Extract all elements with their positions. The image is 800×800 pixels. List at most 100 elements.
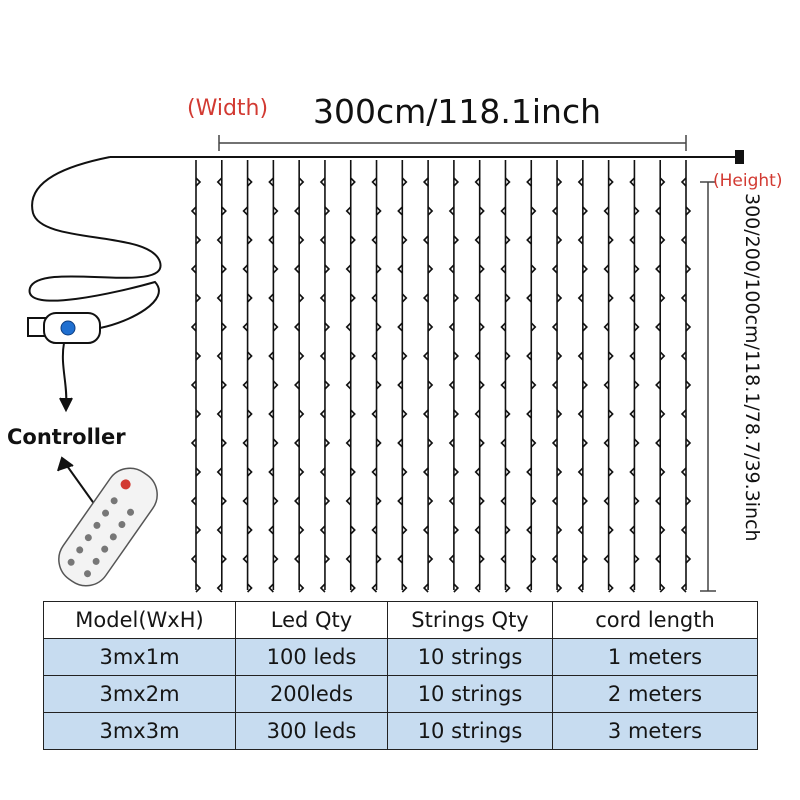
led-bulb xyxy=(526,583,532,593)
led-bulb xyxy=(659,525,666,535)
led-bulb xyxy=(350,177,356,187)
arrow-up-icon xyxy=(57,456,96,506)
led-bulb xyxy=(324,264,331,274)
led-bulb xyxy=(680,525,687,535)
led-bulb xyxy=(190,496,197,506)
led-bulb xyxy=(268,409,274,419)
led-bulb xyxy=(577,525,584,535)
led-bulb xyxy=(479,206,485,216)
table-cell: 3mx1m xyxy=(43,638,236,676)
led-bulb xyxy=(345,554,352,564)
table-header-cell: cord length xyxy=(552,601,758,639)
led-bulb xyxy=(350,467,356,477)
led-bulb xyxy=(242,438,249,448)
led-bulb xyxy=(608,525,614,535)
led-bulb xyxy=(324,206,331,216)
led-bulb xyxy=(504,351,511,361)
led-bulb xyxy=(556,409,563,419)
led-bulb xyxy=(526,235,532,245)
led-bulb xyxy=(268,177,274,187)
led-bulb xyxy=(298,351,305,361)
led-bulb xyxy=(453,467,460,477)
led-bulb xyxy=(530,322,537,332)
led-bulb xyxy=(422,293,429,303)
led-bulb xyxy=(633,554,640,564)
led-bulb xyxy=(526,409,532,419)
led-bulb xyxy=(504,467,511,477)
led-bulb xyxy=(453,525,460,535)
led-bulb xyxy=(242,264,249,274)
led-bulb xyxy=(680,583,687,593)
led-bulb xyxy=(195,351,202,361)
led-bulb xyxy=(397,380,403,390)
led-bulb xyxy=(350,525,356,535)
led-bulb xyxy=(603,206,610,216)
led-bulb xyxy=(345,438,352,448)
led-bulb xyxy=(401,177,408,187)
led-bulb xyxy=(448,496,455,506)
led-bulb xyxy=(685,438,692,448)
led-bulb xyxy=(453,351,460,361)
led-bulb xyxy=(680,351,687,361)
led-bulb xyxy=(422,409,429,419)
led-bulb xyxy=(195,409,202,419)
led-bulb xyxy=(298,525,305,535)
led-bulb xyxy=(551,264,558,274)
table-cell: 100 leds xyxy=(235,638,388,676)
controller-button-icon xyxy=(60,320,76,336)
led-bulb xyxy=(655,554,661,564)
led-bulb xyxy=(298,409,305,419)
led-bulb xyxy=(247,351,253,361)
led-bulb xyxy=(479,380,485,390)
led-bulb xyxy=(603,322,610,332)
led-bulb xyxy=(422,235,429,245)
led-bulb xyxy=(500,438,507,448)
led-bulb xyxy=(680,293,687,303)
led-bulb xyxy=(500,264,507,274)
led-bulb xyxy=(272,380,279,390)
led-bulb xyxy=(453,293,460,303)
led-bulb xyxy=(659,351,666,361)
led-bulb xyxy=(629,351,635,361)
led-bulb xyxy=(221,554,227,564)
led-bulb xyxy=(422,583,429,593)
led-bulb xyxy=(427,206,434,216)
table-row: 3mx1m 100 leds 10 strings 1 meters xyxy=(43,638,758,676)
led-bulb xyxy=(345,206,352,216)
led-bulb xyxy=(401,525,408,535)
led-bulb xyxy=(685,554,692,564)
led-bulb xyxy=(608,177,614,187)
led-bulb xyxy=(319,351,326,361)
led-bulb xyxy=(319,235,326,245)
led-bulb xyxy=(272,554,279,564)
led-bulb xyxy=(350,293,356,303)
led-bulb xyxy=(577,409,584,419)
table-row: 3mx2m 200leds 10 strings 2 meters xyxy=(43,675,758,713)
led-bulb xyxy=(268,583,274,593)
led-bulb xyxy=(294,380,300,390)
led-bulb xyxy=(500,554,507,564)
led-bulb xyxy=(272,438,279,448)
led-bulb xyxy=(268,467,274,477)
led-bulb xyxy=(247,467,253,477)
led-bulb xyxy=(577,467,584,477)
led-bulb xyxy=(375,322,382,332)
led-bulb xyxy=(453,583,460,593)
led-bulb xyxy=(190,380,197,390)
led-bulb xyxy=(685,264,692,274)
table-header-cell: Led Qty xyxy=(235,601,388,639)
led-bulb xyxy=(216,409,223,419)
led-bulb xyxy=(375,264,382,274)
led-bulb xyxy=(474,177,481,187)
led-bulb xyxy=(551,380,558,390)
led-bulb xyxy=(324,322,331,332)
led-bulb xyxy=(655,438,661,448)
led-bulb xyxy=(680,467,687,477)
led-bulb xyxy=(294,496,300,506)
led-bulb xyxy=(608,235,614,245)
usb-plug-icon xyxy=(27,312,101,344)
led-bulb xyxy=(577,351,584,361)
led-bulb xyxy=(294,264,300,274)
led-bulb xyxy=(216,583,223,593)
